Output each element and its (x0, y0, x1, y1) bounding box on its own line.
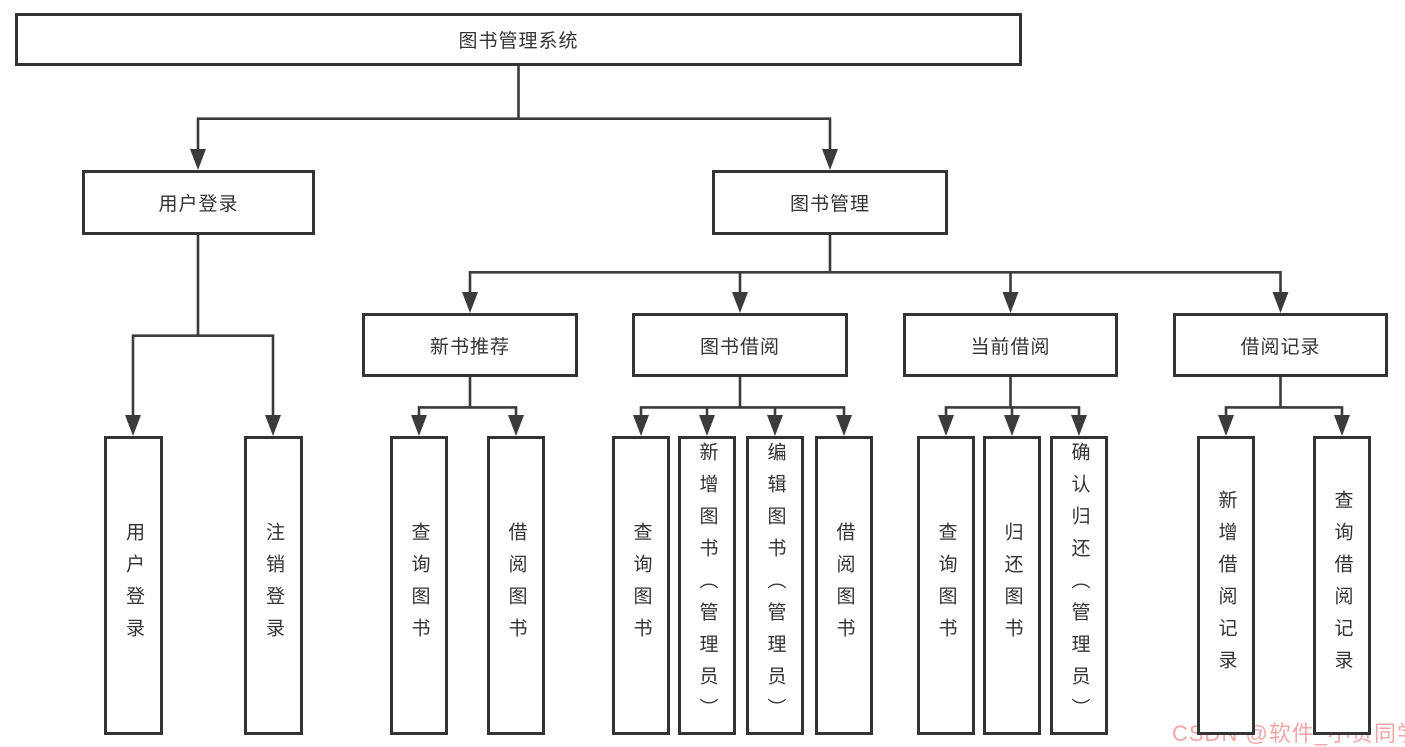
node-label: 新书推荐 (429, 336, 510, 358)
node-label: 用户登录 (158, 194, 239, 215)
node-new-book-recommend: 新书推荐 (362, 313, 578, 377)
leaf-recommend-query-books: 查询图书 (390, 436, 448, 735)
node-label: 图书借阅 (699, 336, 780, 358)
leaf-records-add-record: 新增借阅记录 (1197, 436, 1255, 735)
node-label: 查询图书 (935, 521, 957, 650)
node-label: 查询借阅记录 (1331, 489, 1353, 682)
leaf-borrowing-add-books-admin: 新增图书（管理员） (678, 436, 736, 735)
node-label: 借阅图书 (505, 521, 527, 650)
node-label: 新增图书（管理员） (696, 441, 718, 730)
leaf-borrowing-edit-books-admin: 编辑图书（管理员） (746, 436, 804, 735)
node-label: 借阅记录 (1240, 336, 1321, 358)
node-book-management: 图书管理 (712, 170, 948, 235)
leaf-current-query-books: 查询图书 (917, 436, 975, 735)
node-root: 图书管理系统 (15, 13, 1022, 66)
node-label: 注销登录 (263, 521, 284, 650)
node-current-borrowing: 当前借阅 (903, 313, 1118, 377)
node-label: 查询图书 (630, 521, 652, 650)
leaf-current-confirm-return-admin: 确认归还（管理员） (1050, 436, 1108, 735)
leaf-current-return-books: 归还图书 (983, 436, 1041, 735)
leaf-recommend-borrow-books: 借阅图书 (487, 436, 545, 735)
node-label: 借阅图书 (833, 521, 855, 650)
leaf-borrowing-query-books: 查询图书 (612, 436, 670, 735)
node-label: 归还图书 (1001, 521, 1023, 650)
node-user-login: 用户登录 (82, 170, 315, 235)
leaf-records-query-record: 查询借阅记录 (1313, 436, 1371, 735)
node-borrowing-records: 借阅记录 (1173, 313, 1388, 377)
node-label: 新增借阅记录 (1215, 489, 1237, 682)
node-label: 图书管理系统 (458, 31, 579, 52)
node-label: 用户登录 (123, 521, 144, 650)
leaf-user-login: 用户登录 (104, 436, 163, 735)
node-label: 图书管理 (789, 194, 870, 215)
leaf-logout: 注销登录 (244, 436, 303, 735)
node-label: 确认归还（管理员） (1068, 441, 1090, 730)
node-label: 当前借阅 (970, 336, 1051, 358)
node-label: 查询图书 (408, 521, 430, 650)
leaf-borrowing-borrow-books: 借阅图书 (815, 436, 873, 735)
node-book-borrowing: 图书借阅 (632, 313, 848, 377)
node-label: 编辑图书（管理员） (764, 441, 786, 730)
